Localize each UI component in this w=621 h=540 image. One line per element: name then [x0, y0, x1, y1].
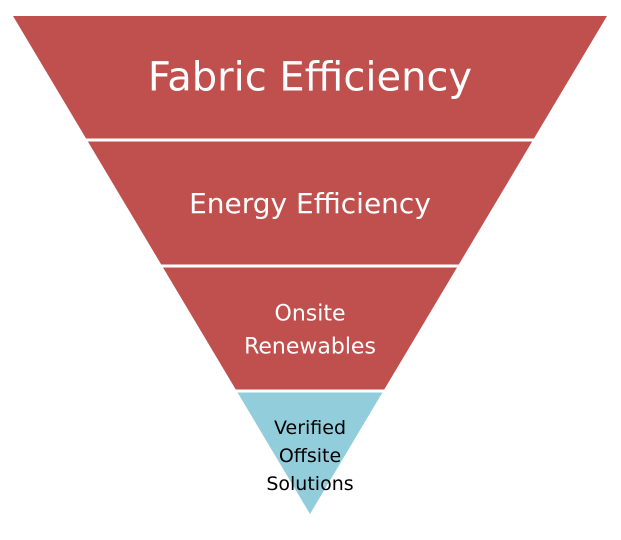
- tier-fabric-efficiency: [13, 16, 607, 140]
- tier-label-line: Fabric Efficiency: [148, 54, 472, 100]
- tier-energy-efficiency: [86, 140, 534, 266]
- tier-label-line: Renewables: [244, 334, 376, 359]
- tier-verified-offsite-solutions: [236, 391, 384, 514]
- tier-onsite-renewables: [162, 266, 458, 391]
- tier-label-line: Solutions: [266, 473, 353, 495]
- tier-label-line: Verified: [274, 417, 346, 439]
- tier-label-line: Onsite: [275, 301, 346, 326]
- tier-label-energy-efficiency: Energy Efficiency: [189, 187, 431, 220]
- tier-label-line: Offsite: [279, 445, 341, 467]
- tier-label-fabric-efficiency: Fabric Efficiency: [148, 54, 472, 100]
- tier-label-line: Energy Efficiency: [189, 187, 431, 220]
